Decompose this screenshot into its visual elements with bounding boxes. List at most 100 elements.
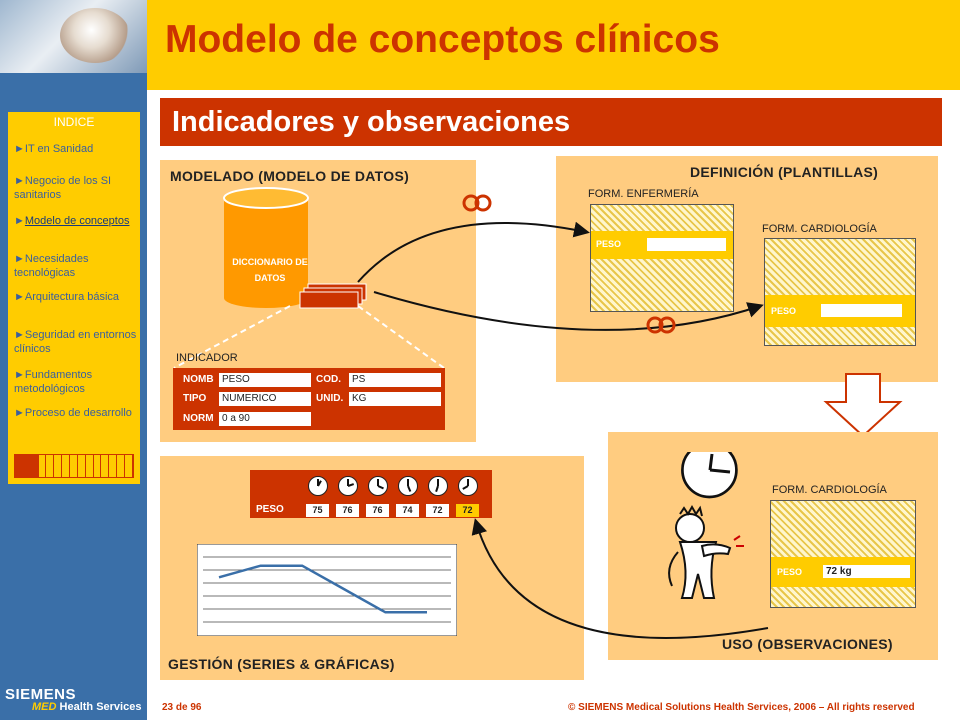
chart-background <box>197 544 457 636</box>
sick-child-icon <box>668 504 744 599</box>
series-value-5: 72 <box>426 504 449 517</box>
cod-label: COD. <box>316 374 341 385</box>
progress-segment <box>46 455 55 477</box>
database-diagram <box>223 187 367 309</box>
indicator-zoom-lines <box>173 305 445 369</box>
uso-form-title: FORM. CARDIOLOGÍA <box>772 484 887 496</box>
clock-icon <box>428 476 448 496</box>
index-item-1[interactable]: ►IT en Sanidad <box>14 142 138 156</box>
index-item-label: IT en Sanidad <box>24 143 94 155</box>
uso-field-label: PESO <box>777 567 803 577</box>
page-title: Modelo de conceptos clínicos <box>165 18 720 61</box>
section-title: Indicadores y observaciones <box>172 106 571 138</box>
section-bar <box>160 98 942 146</box>
unid-label: UNID. <box>316 393 344 404</box>
series-value-3: 76 <box>366 504 389 517</box>
progress-segment <box>70 455 78 477</box>
copyright-text: © SIEMENS Medical Solutions Health Servi… <box>568 702 915 713</box>
triangle-bullet-icon: ► <box>14 215 25 227</box>
indicator-label: INDICADOR <box>176 352 238 364</box>
index-item-label: Arquitectura básica <box>24 291 120 303</box>
progress-segment <box>86 455 94 477</box>
clock-icon <box>681 452 738 499</box>
index-body <box>14 133 138 443</box>
patient-illustration <box>668 452 744 599</box>
index-item-6[interactable]: ►Seguridad en entornos clínicos <box>14 328 138 356</box>
uso-title: USO (OBSERVACIONES) <box>722 636 893 652</box>
triangle-bullet-icon: ► <box>14 143 25 155</box>
series-value-1: 75 <box>306 504 329 517</box>
records-stack-icon <box>299 283 367 309</box>
tipo-value: NUMERICO <box>219 392 311 406</box>
tipo-label: TIPO <box>183 393 207 404</box>
form-enfermeria: PESO <box>590 204 734 312</box>
siemens-logo: SIEMENS <box>5 686 77 703</box>
index-item-label: Proceso de desarrollo <box>24 407 132 419</box>
triangle-bullet-icon: ► <box>14 291 25 303</box>
progress-segment <box>22 455 31 477</box>
form-cardiologia: PESO <box>764 238 916 346</box>
index-item-7[interactable]: ►Fundamentos metodológicos <box>14 368 138 396</box>
index-item-label: Necesidades tecnológicas <box>14 253 89 279</box>
index-item-3[interactable]: ►Modelo de conceptos <box>14 214 138 228</box>
index-item-4[interactable]: ►Necesidades tecnológicas <box>14 252 138 280</box>
gestion-title: GESTIÓN (SERIES & GRÁFICAS) <box>168 656 395 672</box>
series-label: PESO <box>256 504 284 515</box>
clock-icon <box>398 476 418 496</box>
down-arrow-icon <box>823 373 903 438</box>
chart-series-line <box>218 564 427 614</box>
triangle-bullet-icon: ► <box>14 175 25 187</box>
modelado-title: MODELADO (MODELO DE DATOS) <box>170 168 410 184</box>
progress-indicator <box>14 454 134 478</box>
progress-segment <box>54 455 63 477</box>
nomb-value: PESO <box>219 373 311 387</box>
triangle-bullet-icon: ► <box>14 369 25 381</box>
index-item-label: Modelo de conceptos <box>24 215 130 227</box>
clock-icon <box>458 476 478 496</box>
nomb-label: NOMB <box>183 374 214 385</box>
unid-value: KG <box>349 392 441 406</box>
uso-field-value: 72 kg <box>823 565 910 578</box>
form-cardiologia-title: FORM. CARDIOLOGÍA <box>762 223 877 235</box>
header-band <box>147 0 960 90</box>
clock-icon <box>308 476 328 496</box>
dictionary-label: DICCIONARIO DE DATOS <box>232 257 308 283</box>
norm-label: NORM <box>183 413 214 424</box>
progress-segment <box>109 455 118 477</box>
series-value-2: 76 <box>336 504 359 517</box>
form-enfermeria-field <box>647 238 726 251</box>
definicion-title: DEFINICIÓN (PLANTILLAS) <box>690 164 879 180</box>
norm-value: 0 a 90 <box>219 412 311 426</box>
page-counter: 23 de 96 <box>162 702 202 713</box>
triangle-bullet-icon: ► <box>14 407 25 419</box>
form-cardiologia-field-label: PESO <box>771 306 797 316</box>
progress-segment <box>94 455 102 477</box>
index-item-2[interactable]: ►Negocio de los SI sanitarios <box>14 174 138 202</box>
form-enfermeria-title: FORM. ENFERMERÍA <box>588 188 699 200</box>
form-enfermeria-field-label: PESO <box>596 239 622 249</box>
weight-line-chart <box>197 544 457 636</box>
index-title: INDICE <box>53 115 95 129</box>
progress-segment <box>117 455 126 477</box>
indicator-record: NOMB PESO TIPO NUMERICO NORM 0 a 90 COD.… <box>173 368 445 430</box>
cod-value: PS <box>349 373 441 387</box>
index-item-8[interactable]: ►Proceso de desarrollo <box>14 406 138 420</box>
triangle-bullet-icon: ► <box>14 329 25 341</box>
index-item-5[interactable]: ►Arquitectura básica <box>14 290 138 304</box>
index-item-label: Fundamentos metodológicos <box>14 369 93 395</box>
form-cardiologia-field <box>821 304 902 317</box>
clock-icon <box>368 476 388 496</box>
series-value-4: 74 <box>396 504 419 517</box>
progress-segment <box>125 455 133 477</box>
progress-segment <box>15 455 23 477</box>
progress-segment <box>101 455 110 477</box>
index-item-label: Negocio de los SI sanitarios <box>14 175 112 201</box>
database-cylinder-icon <box>223 187 309 308</box>
progress-segment <box>62 455 71 477</box>
index-item-label: Seguridad en entornos clínicos <box>14 329 137 355</box>
progress-segment <box>30 455 39 477</box>
header-photo <box>0 0 147 73</box>
progress-segment <box>78 455 86 477</box>
clock-icon <box>338 476 358 496</box>
uso-form: PESO 72 kg <box>770 500 916 608</box>
